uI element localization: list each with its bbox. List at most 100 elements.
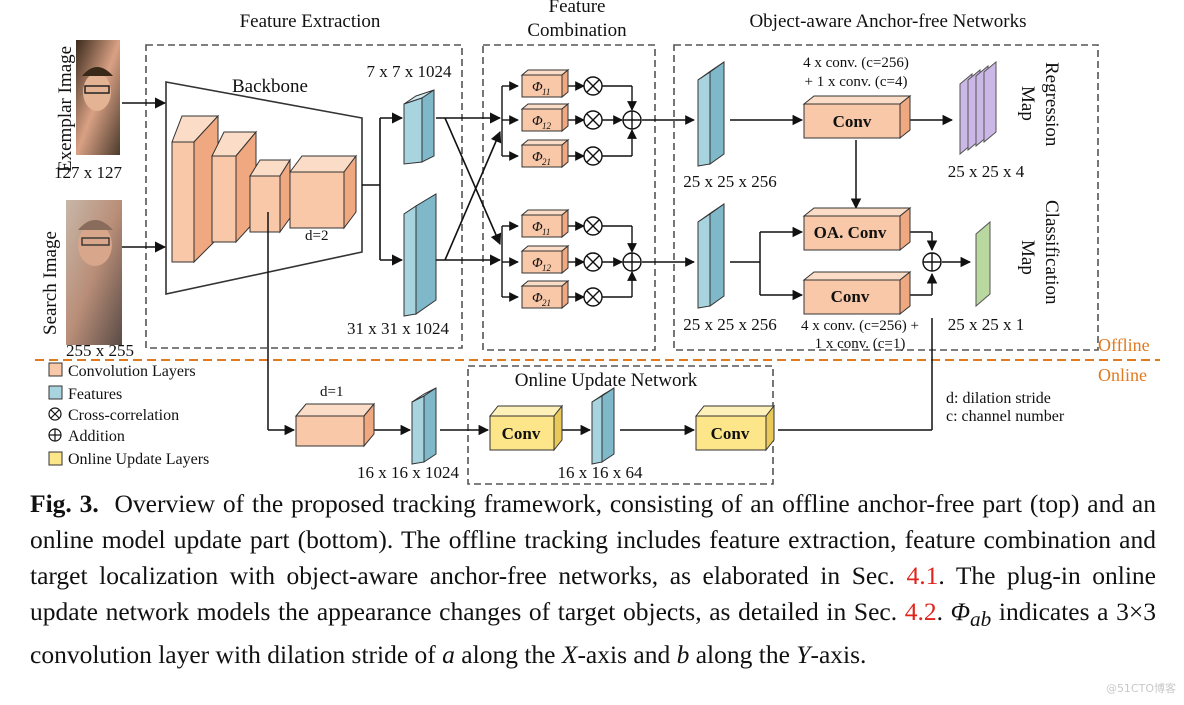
- regression-map: [959, 60, 997, 156]
- oa-conv: [802, 206, 912, 252]
- feature-16x16x1024: [411, 387, 437, 465]
- regression-note-2: + 1 x conv. (c=4): [804, 74, 907, 90]
- framework-diagram: Feature Extraction Feature Combination O…: [35, 0, 1160, 485]
- search-label: Search Image: [40, 231, 61, 335]
- regression-map-size: 25 x 25 x 4: [948, 162, 1025, 181]
- watermark: @51CTO博客: [1105, 682, 1176, 695]
- crossing-connectors: [436, 112, 502, 266]
- legend: Convolution Layers Features Cross-correl…: [48, 362, 209, 468]
- note-channel: c: channel number: [946, 408, 1065, 425]
- phi-subscript: 12: [542, 263, 552, 273]
- legend-cross-label: Cross-correlation: [68, 407, 179, 424]
- regression-conv-label: Conv: [833, 112, 872, 131]
- classification-map-label-2: Map: [1017, 240, 1038, 275]
- phi-label: Φ: [532, 291, 543, 306]
- online-update-title: Online Update Network: [515, 370, 698, 391]
- caption-text-5: along the: [454, 640, 562, 670]
- online-dilation: d=1: [320, 384, 343, 400]
- caption-text-6: -axis and: [577, 640, 677, 670]
- search-size: 255 x 255: [66, 341, 134, 360]
- legend-online-swatch: [48, 451, 63, 466]
- caption-text-1: Overview of the proposed tracking framew…: [30, 489, 1157, 590]
- caption-ref-4-1[interactable]: 4.1: [906, 561, 939, 590]
- feature-16x16x64-label: 16 x 16 x 64: [558, 463, 644, 482]
- feature-31x31: [403, 193, 437, 317]
- legend-online-label: Online Update Layers: [68, 451, 209, 468]
- phi-label: Φ: [532, 220, 543, 235]
- caption-label: Fig. 3.: [30, 489, 99, 518]
- legend-cross-icon: [48, 407, 62, 421]
- feature-extraction-box: [145, 44, 463, 349]
- phi-label: Φ: [532, 80, 543, 95]
- online-conv-layer: [294, 402, 376, 448]
- legend-add-label: Addition: [68, 428, 125, 445]
- feature-7x7-label: 7 x 7 x 1024: [367, 62, 453, 81]
- phi-subscript: 12: [542, 121, 552, 131]
- combination-bottom: [501, 221, 695, 302]
- caption-text-8: -axis.: [810, 640, 867, 670]
- caption-text-4: indicates a 3×3 convolution layer with d…: [30, 597, 1156, 670]
- caption-phi: Φ: [950, 597, 971, 626]
- feature-16x16x1024-label: 16 x 16 x 1024: [357, 463, 460, 482]
- addition-symbols: [622, 110, 942, 272]
- caption-var-x: X: [561, 640, 578, 670]
- classification-conv-label: Conv: [831, 287, 870, 306]
- regression-map-label-1: Regression: [1041, 62, 1062, 147]
- anchor-free-box: [673, 44, 1099, 351]
- classification-note-1: 4 x conv. (c=256) +: [801, 318, 919, 334]
- online-update-conv-2-label: Conv: [711, 424, 750, 443]
- phi-label: Φ: [532, 114, 543, 129]
- caption-text-3: .: [936, 597, 951, 626]
- caption-phi-sub: ab: [970, 607, 992, 632]
- exemplar-label: Exemplar Image: [55, 46, 76, 172]
- classification-conv: [802, 270, 912, 316]
- caption-var-b: b: [676, 640, 690, 670]
- feature-7x7: [403, 89, 435, 165]
- feature-16x16x64: [591, 387, 615, 465]
- legend-feature-swatch: [48, 385, 63, 400]
- offline-tag: Offline: [1098, 335, 1150, 355]
- combination-top: [501, 81, 695, 161]
- regression-map-label-2: Map: [1017, 86, 1038, 121]
- phi-subscript: 21: [542, 298, 551, 308]
- feature-extraction-title: Feature Extraction: [240, 11, 381, 32]
- oa-conv-label: OA. Conv: [814, 223, 887, 242]
- phi-subscript: 11: [542, 87, 550, 97]
- legend-add-icon: [48, 428, 62, 442]
- feature-31x31-label: 31 x 31 x 1024: [347, 319, 450, 338]
- classification-map-size: 25 x 25 x 1: [948, 315, 1025, 334]
- phi-label: Φ: [532, 150, 543, 165]
- backbone-conv-layers: [171, 114, 357, 264]
- regression-note-1: 4 x conv. (c=256): [803, 55, 909, 71]
- feature-25x25-bottom: [697, 203, 725, 309]
- anchor-free-title: Object-aware Anchor-free Networks: [749, 11, 1026, 32]
- regression-conv: [802, 94, 912, 140]
- backbone-dilation: d=2: [305, 228, 328, 244]
- classification-note-2: 1 x conv. (c=1): [815, 336, 906, 352]
- feature-combination-box: [482, 44, 656, 351]
- feature-combination-title-2: Combination: [527, 20, 627, 41]
- online-update-conv-1-label: Conv: [502, 424, 541, 443]
- exemplar-size: 127 x 127: [54, 163, 123, 182]
- caption-var-y: Y: [796, 640, 811, 670]
- phi-label: Φ: [532, 256, 543, 271]
- caption-ref-4-2[interactable]: 4.2: [904, 597, 937, 626]
- classification-map-label-1: Classification: [1041, 200, 1062, 305]
- feature-25x25-bottom-label: 25 x 25 x 256: [683, 315, 777, 334]
- caption-var-a: a: [442, 640, 455, 670]
- exemplar-image: [68, 40, 120, 172]
- search-image: [66, 200, 122, 345]
- feature-combination-title-1: Feature: [549, 0, 606, 17]
- online-update-conv-2: [694, 404, 776, 452]
- note-dilation: d: dilation stride: [946, 390, 1051, 407]
- legend-feature-label: Features: [68, 386, 122, 403]
- online-tag: Online: [1098, 365, 1147, 385]
- caption-text-7: along the: [689, 640, 797, 670]
- legend-conv-label: Convolution Layers: [68, 363, 196, 380]
